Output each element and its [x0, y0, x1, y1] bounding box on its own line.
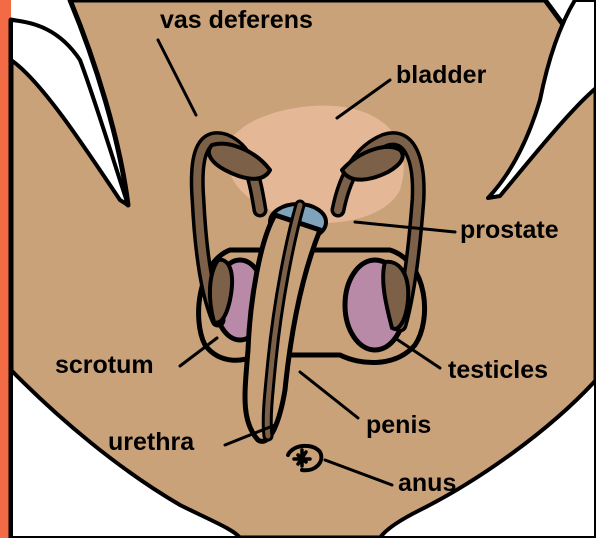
label-testicles: testicles [448, 356, 548, 384]
label-vas-deferens: vas deferens [160, 6, 313, 34]
label-bladder: bladder [396, 61, 487, 89]
label-scrotum: scrotum [55, 351, 154, 379]
label-penis: penis [366, 411, 431, 439]
label-urethra: urethra [108, 428, 195, 456]
label-prostate: prostate [460, 216, 559, 244]
label-anus: anus [398, 469, 456, 497]
